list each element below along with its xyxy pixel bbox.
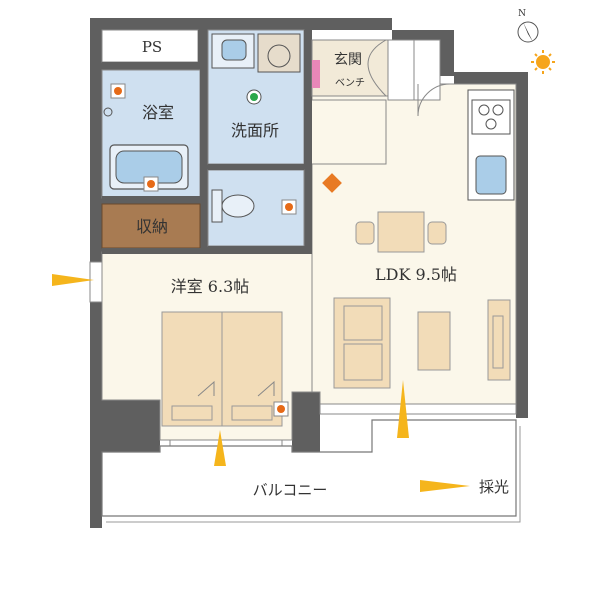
western-room-side-window [89,261,103,303]
daylight-arrow-bedroom [214,430,226,466]
sofa-cushion-top [343,305,383,341]
ldk-label: LDK 9.5帖 [375,265,457,284]
ldk-window [319,403,517,415]
compass-label: N [518,9,526,19]
daylight-arrow-left [52,274,94,286]
burner-3 [485,118,497,130]
wall-ps-bottom [102,62,206,70]
coffee-table [417,311,451,371]
vent-marker-dot [250,93,258,101]
walls [90,18,528,528]
outlet-marker-tub-dot [147,180,155,188]
outlet-marker-bedroom-dot [277,405,285,413]
wall-toilet-top [208,164,304,170]
compass [517,21,539,43]
ldk-door-swing [417,83,451,117]
shower-head-icon [103,107,113,117]
tv [492,315,504,369]
wall-top-right-corner [440,30,454,76]
daylight-arrows [52,274,470,492]
wall-ldk-top [454,72,528,84]
wall-right [516,72,528,418]
wall-bath-bottom [102,196,206,204]
balcony [101,419,517,517]
daylight-legend-arrow [420,480,470,492]
storage [101,203,201,249]
storage-label: 収納 [136,217,168,236]
washing-machine [257,33,301,73]
compass-needle-icon [523,22,533,42]
washroom-label: 洗面所 [231,121,279,140]
daylight-legend-label: 採光 [479,478,509,496]
entrance-label: 玄関 [334,51,362,68]
dining-chair-right [427,221,447,245]
sun-icon [531,50,555,74]
bed-left-fold [197,380,215,397]
dining-chair-left [355,221,375,245]
toilet-bowl [221,194,255,218]
wall-top [90,18,392,30]
wash-basin [221,39,247,61]
outlet-markers [110,83,297,417]
wall-storage-bottom [102,248,312,254]
outlet-marker-bath-dot [114,87,122,95]
kitchen-sink [475,155,507,195]
hallway-floor [303,99,387,165]
toilet-tank [211,189,223,223]
dining-table [377,211,425,253]
stove [471,99,511,135]
western-room-label: 洋室 6.3帖 [171,277,250,296]
bed-left-pillow [171,405,213,421]
bench-label: ベンチ [335,77,365,89]
ps-closet [101,29,199,63]
bench [312,60,320,88]
burner-2 [492,104,504,116]
ps-label: PS [142,38,162,56]
daylight-arrow-ldk [397,380,409,438]
burner-1 [478,104,490,116]
wall-wash-right [304,30,312,252]
washing-machine-drum [267,44,291,68]
diamond-marker [322,173,342,193]
sofa-cushion-bottom [343,343,383,381]
bed-right-pillow [231,405,273,421]
entrance-door-swing [367,39,387,97]
bath-label: 浴室 [142,103,174,122]
balcony-label: バルコニー [253,481,328,499]
balcony-outer-edge [106,426,521,523]
outlet-marker-toilet-dot [285,203,293,211]
wall-bottom-mid-block [292,392,320,452]
wall-top-right-step [392,30,454,40]
wall-bottom-left-block [90,400,160,452]
wall-bath-right [200,30,208,252]
bed-right-fold [257,380,275,397]
entrance-floor [311,39,389,97]
